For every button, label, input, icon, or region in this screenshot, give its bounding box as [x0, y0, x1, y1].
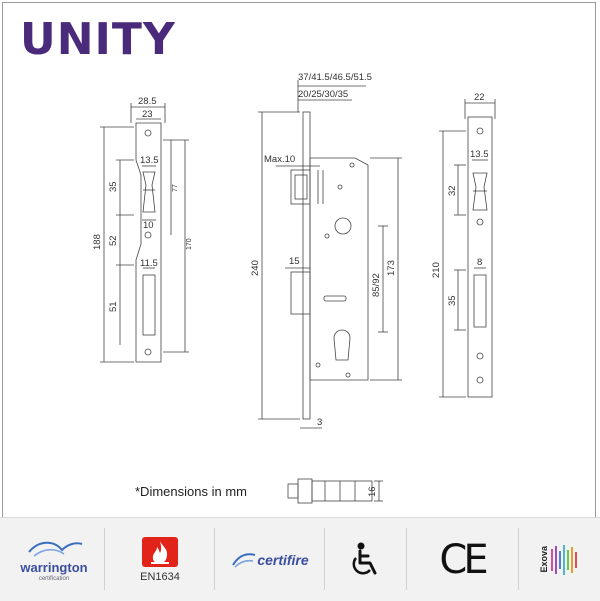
- divider: [518, 528, 519, 590]
- dim-10: 10: [143, 220, 154, 231]
- ce-badge: CE: [412, 518, 512, 601]
- ce-mark-icon: CE: [439, 536, 488, 583]
- dim-240: 240: [250, 260, 261, 276]
- certification-bar: warrington certification EN1634 certifir…: [0, 517, 600, 601]
- dim-52: 52: [108, 235, 119, 246]
- dim-210: 210: [431, 262, 442, 278]
- warrington-logo-icon: [28, 541, 83, 557]
- fire-label: EN1634: [140, 571, 180, 583]
- dim-188: 188: [92, 234, 103, 250]
- dim-3: 3: [317, 417, 322, 428]
- dim-16: 16: [367, 486, 378, 497]
- dim-170: 170: [186, 238, 193, 250]
- dim-15: 15: [289, 256, 300, 267]
- divider: [324, 528, 325, 590]
- left-faceplate: [100, 103, 189, 363]
- dim-32: 32: [447, 185, 458, 196]
- dim-173: 173: [386, 260, 397, 276]
- dim-85-92: 85/92: [371, 273, 382, 297]
- warrington-name: warrington: [20, 559, 88, 575]
- lock-body: [258, 80, 402, 429]
- dim-22: 22: [474, 92, 485, 103]
- dim-77: 77: [172, 184, 179, 192]
- dim-51: 51: [108, 301, 119, 312]
- wheelchair-icon: [352, 542, 377, 574]
- fire-badge: EN1634: [110, 518, 210, 601]
- dimensions-note: *Dimensions in mm: [135, 484, 247, 499]
- unity-logo: UNITY: [20, 14, 176, 65]
- dim-8: 8: [477, 257, 482, 268]
- accessibility-badge: [330, 518, 400, 601]
- dim-28-5: 28.5: [138, 96, 157, 107]
- warrington-badge: warrington certification: [8, 518, 100, 601]
- dim-35-left: 35: [108, 181, 119, 192]
- certifire-name: certifire: [257, 551, 309, 568]
- exova-badge: Exova: [524, 518, 594, 601]
- side-view: [287, 478, 383, 504]
- right-faceplate: [439, 99, 496, 398]
- exova-bars-icon: [551, 544, 577, 575]
- dim-23: 23: [142, 109, 153, 120]
- divider: [214, 528, 215, 590]
- divider: [406, 528, 407, 590]
- dim-13-5-left: 13.5: [140, 155, 159, 166]
- divider: [104, 528, 105, 590]
- dim-13-5-right: 13.5: [470, 149, 489, 160]
- exova-name: Exova: [539, 546, 549, 573]
- warrington-sub: certification: [38, 575, 70, 582]
- dim-11-5: 11.5: [140, 258, 158, 269]
- certifire-swoosh-icon: [232, 552, 256, 568]
- dim-backset-options: 37/41.5/46.5/51.5: [298, 72, 372, 83]
- certifire-badge: certifire: [220, 518, 320, 601]
- dim-35-right: 35: [447, 295, 458, 306]
- dim-max-10: Max.10: [264, 154, 295, 165]
- flame-icon: [142, 537, 178, 567]
- dim-backset-inner: 20/25/30/35: [298, 89, 348, 100]
